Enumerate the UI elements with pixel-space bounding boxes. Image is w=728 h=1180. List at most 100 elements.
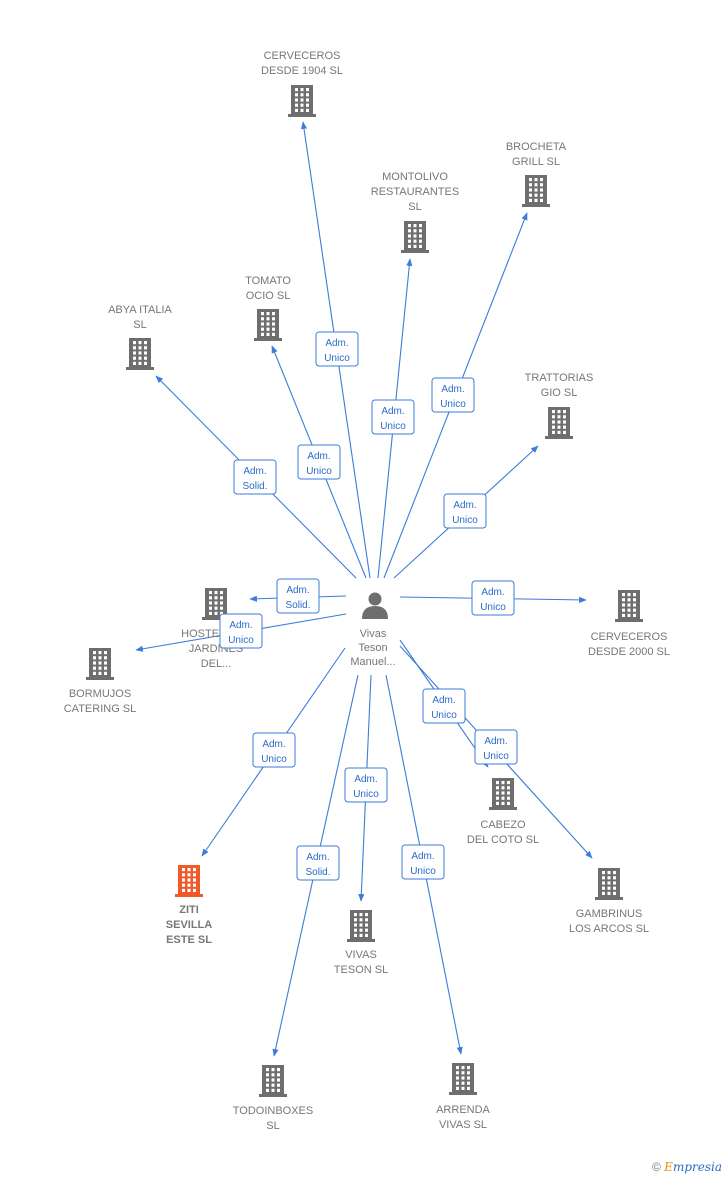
person-node-center[interactable]: VivasTesonManuel... <box>350 584 396 668</box>
company-name-line: SL <box>408 201 421 213</box>
company-name-line: CABEZO <box>480 819 526 831</box>
edge-label-text: Solid. <box>285 600 310 611</box>
edge-label-vivasteson: Adm. Unico <box>344 767 388 803</box>
company-name-line: TOMATO <box>245 275 291 287</box>
company-name-line: GIO SL <box>541 387 578 399</box>
copyright-symbol: © <box>651 1160 661 1174</box>
edge-label-text: Unico <box>353 789 379 800</box>
edge-label-box <box>401 844 445 880</box>
edge-label-text: Adm. <box>325 338 348 349</box>
edge-label-box <box>252 732 296 768</box>
edge-label-text: Unico <box>228 635 254 646</box>
edge-label-abya: Adm. Solid. <box>233 459 277 495</box>
company-name-line: DESDE 2000 SL <box>588 646 670 658</box>
person-name-line: Vivas <box>360 628 387 640</box>
company-name-line: SL <box>266 1120 279 1132</box>
edge-label-text: Solid. <box>242 481 267 492</box>
edge-label-hosteleria: Adm.Solid. <box>276 578 320 614</box>
edge-label-box <box>276 578 320 614</box>
edge-label-text: Adm. <box>484 736 507 747</box>
edge-label-gambrinus: Adm. Unico <box>474 729 518 765</box>
person-name-line: Teson <box>358 642 387 654</box>
building-icon <box>126 338 154 370</box>
company-name-line: MONTOLIVO <box>382 171 448 183</box>
edge-label-montolivo: Adm. Unico <box>371 399 415 435</box>
edge-label-text: Unico <box>380 421 406 432</box>
company-node-ziti[interactable]: ZITI SEVILLA ESTE SL <box>166 865 213 946</box>
building-icon <box>202 588 230 620</box>
company-name-line: GAMBRINUS <box>576 908 643 920</box>
person-icon <box>362 592 388 619</box>
copyright-footer: © Empresia <box>652 1160 722 1174</box>
company-node-cerveceros2000[interactable]: CERVECEROS DESDE 2000 SL <box>588 590 670 658</box>
edge-label-text: Unico <box>452 515 478 526</box>
edge-label-box <box>233 459 277 495</box>
edge-label-text: Adm. <box>481 587 504 598</box>
edge-label-box <box>371 399 415 435</box>
edge-label-text: Adm. <box>243 466 266 477</box>
edge-label-text: Adm. <box>381 406 404 417</box>
building-icon <box>175 865 203 897</box>
edge-label-ziti: Adm.Unico <box>252 732 296 768</box>
edge-label-text: Unico <box>483 751 509 762</box>
company-name-line: SL <box>133 319 146 331</box>
company-node-tomato[interactable]: TOMATO OCIO SL <box>245 275 291 341</box>
edge-label-text: Adm. <box>229 620 252 631</box>
building-icon <box>254 309 282 341</box>
edge-label-box <box>297 444 341 480</box>
building-icon <box>489 778 517 810</box>
edge-label-box <box>431 377 475 413</box>
company-name-line: ARRENDA <box>436 1104 490 1116</box>
company-name-line: SEVILLA <box>166 919 213 931</box>
edge-label-box <box>219 613 263 649</box>
edge-label-bormujos: Adm. Unico <box>219 613 263 649</box>
edge-label-tomato: Adm.Unico <box>297 444 341 480</box>
edge-label-arrenda: Adm. Unico <box>401 844 445 880</box>
edge-label-text: Adm. <box>262 739 285 750</box>
edge-label-box <box>315 331 359 367</box>
edge-label-text: Adm. <box>432 695 455 706</box>
edge-label-trattorias: Adm.Unico <box>443 493 487 529</box>
brand-logo-text: mpresia <box>672 1160 722 1174</box>
company-node-arrenda[interactable]: ARRENDA VIVAS SL <box>436 1063 491 1131</box>
company-name-line: CATERING SL <box>64 703 137 715</box>
company-name-line: ESTE SL <box>166 934 212 946</box>
building-icon <box>522 175 550 207</box>
edge-label-text: Adm. <box>354 774 377 785</box>
edge-label-text: Adm. <box>441 384 464 395</box>
building-icon <box>545 407 573 439</box>
company-name-line: OCIO SL <box>246 290 291 302</box>
building-icon <box>259 1065 287 1097</box>
building-icon <box>615 590 643 622</box>
edge-label-cerveceros1904: Adm. Unico <box>315 331 359 367</box>
edge-label-text: Adm. <box>306 852 329 863</box>
company-name-line: CERVECEROS <box>591 631 668 643</box>
company-name-line: ZITI <box>179 904 199 916</box>
building-icon <box>86 648 114 680</box>
building-icon <box>595 868 623 900</box>
edge-label-text: Adm. <box>411 851 434 862</box>
brand-logo-initial: E <box>664 1160 673 1174</box>
edge-label-text: Unico <box>431 710 457 721</box>
company-name-line: CERVECEROS <box>264 50 341 62</box>
company-name-line: VIVAS SL <box>439 1119 487 1131</box>
edge-label-text: Unico <box>410 866 436 877</box>
edge-label-box <box>422 688 466 724</box>
edge-label-cerveceros2000: Adm. Unico <box>471 580 515 616</box>
edge-label-text: Unico <box>324 353 350 364</box>
edge-label-text: Unico <box>480 602 506 613</box>
edge-label-box <box>474 729 518 765</box>
person-name-line: Manuel... <box>350 656 395 668</box>
edge-label-cabezo: Adm. Unico <box>422 688 466 724</box>
